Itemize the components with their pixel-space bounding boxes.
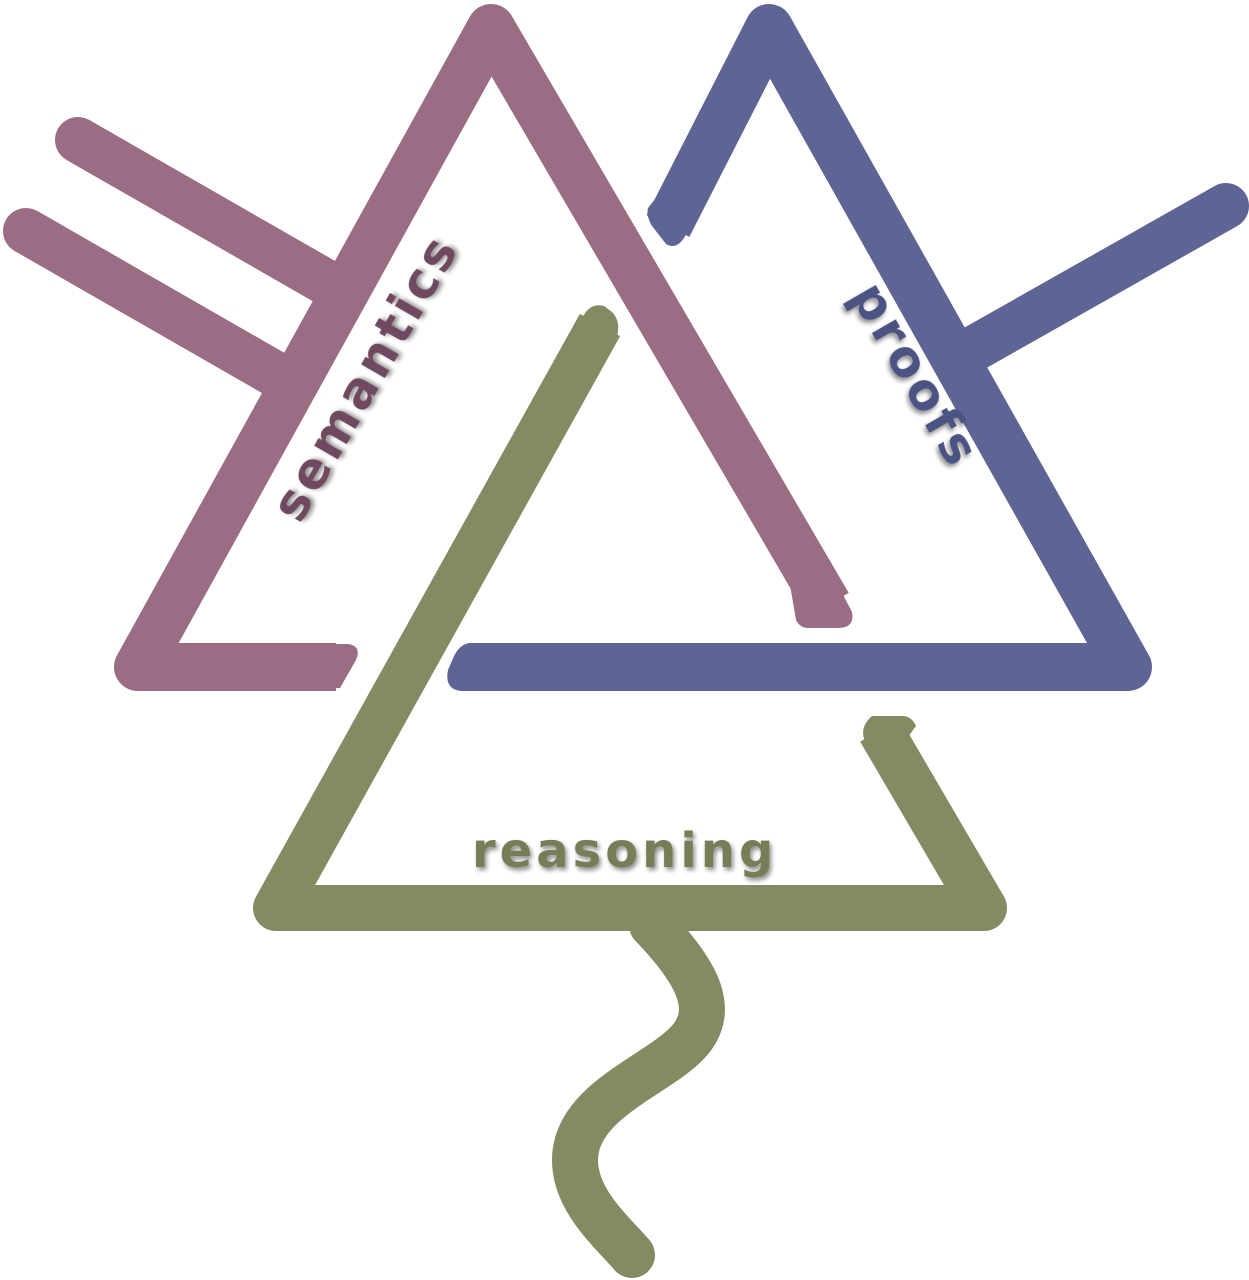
reasoning-tail (552, 902, 725, 1278)
semantics-triangle (3, 4, 849, 691)
reasoning-triangle-path (253, 313, 1007, 931)
semantics-prong-lower (3, 208, 305, 401)
semantics-leg-end (790, 585, 853, 628)
reasoning-leg-top-end (562, 305, 619, 368)
semantics-prong-upper (55, 117, 359, 311)
semantics-bottom-end (300, 644, 358, 690)
proofs-leg-end (647, 180, 706, 246)
proofs-bottom-end (447, 643, 510, 691)
proofs-triangle (490, 4, 1249, 691)
reasoning-right-leg-end (863, 716, 916, 748)
proofs-prong (945, 183, 1249, 375)
proofs-triangle-path (490, 4, 1152, 691)
semantics-triangle-path (114, 4, 849, 691)
label-reasoning: reasoning (472, 823, 777, 879)
reasoning-triangle (253, 313, 1007, 1278)
